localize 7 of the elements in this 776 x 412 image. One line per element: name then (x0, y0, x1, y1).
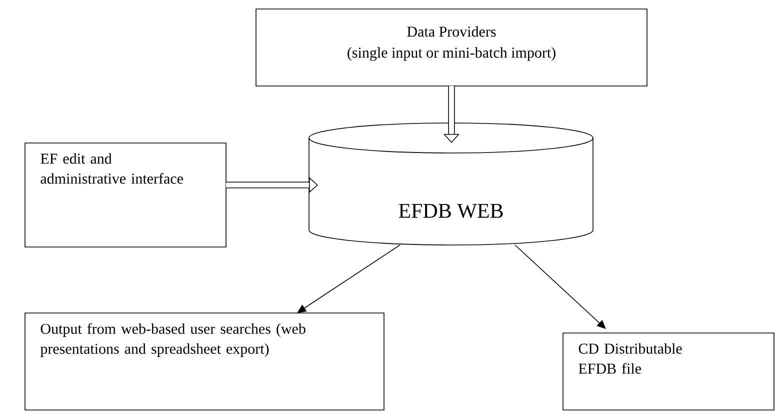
arrow (514, 244, 606, 329)
process-box: EF edit and administrative interface (24, 142, 226, 248)
process-box: Output from web-based user searches (web presentations and spreadsheet export) (24, 312, 384, 410)
database-cylinder: EFDB WEB (308, 122, 594, 246)
process-box: Data Providers (single input or mini-batch import) (256, 8, 648, 86)
process-box: CD Distributable EFDB file (562, 332, 774, 410)
arrow (297, 244, 400, 313)
